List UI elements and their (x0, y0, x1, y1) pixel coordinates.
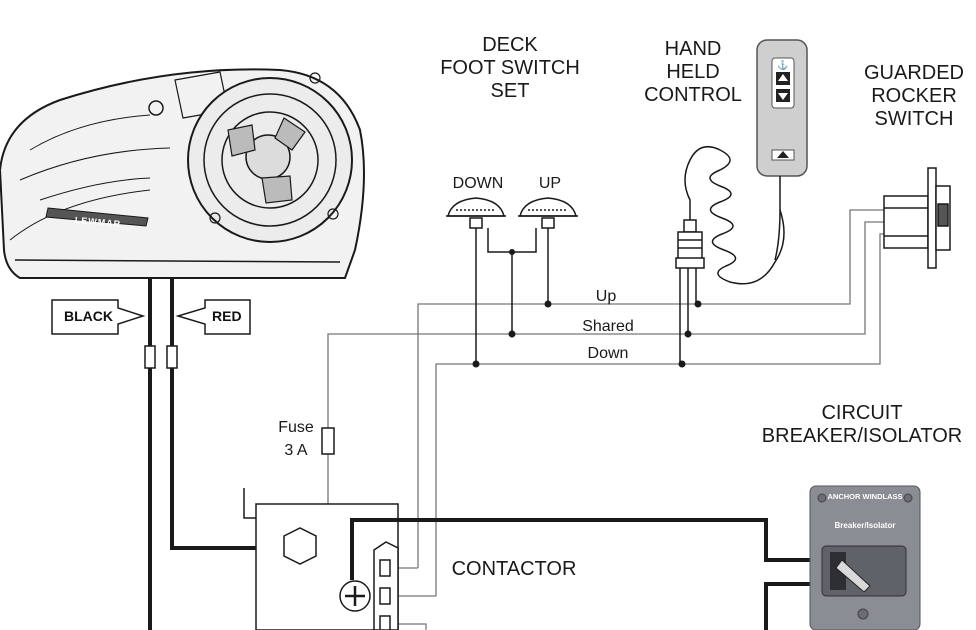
junction-dots (472, 249, 702, 368)
black-label: BLACK (64, 308, 113, 324)
hand-held-control: ⚓ (756, 39, 808, 261)
black-connector (144, 345, 156, 369)
foot-switch-up (518, 197, 578, 229)
hand-control-plug (675, 219, 705, 269)
foot-switch-down (446, 197, 506, 229)
fuse-label: Fuse 3 A (278, 419, 314, 459)
hand-control-wiring (679, 268, 697, 364)
foot-switch-up-label: UP (538, 175, 562, 192)
windlass-brand: LEWMAR (74, 215, 121, 229)
red-tag (175, 299, 251, 335)
guarded-rocker-switch (883, 167, 951, 269)
foot-switch-down-label: DOWN (452, 175, 504, 192)
wire-label-down: Down (587, 345, 629, 362)
wire-label-shared: Shared (582, 318, 634, 335)
contactor-label: CONTACTOR (451, 558, 577, 580)
windlass (0, 68, 365, 279)
hand-held-control-label: HAND HELD CONTROL (644, 38, 742, 106)
foot-switch-wiring (475, 228, 549, 364)
deck-foot-switch-label: DECK FOOT SWITCH SET (440, 34, 580, 102)
breaker-panel-subtitle: Breaker/Isolator (835, 521, 896, 530)
svg-text:⚓: ⚓ (777, 59, 788, 70)
red-connector (166, 345, 178, 369)
breaker-panel (809, 485, 921, 630)
black-tag (51, 299, 146, 335)
fuse-symbol (321, 427, 335, 455)
contactor (243, 488, 399, 630)
coiled-cord (684, 145, 785, 285)
main-power-cables (350, 518, 812, 630)
breaker-panel-header: ANCHOR WINDLASS (828, 492, 903, 501)
guarded-rocker-switch-label: GUARDED ROCKER SWITCH (863, 62, 964, 130)
red-label: RED (212, 308, 242, 324)
wire-label-up: Up (595, 288, 617, 305)
circuit-breaker-label: CIRCUIT BREAKER/ISOLATOR (761, 402, 963, 447)
